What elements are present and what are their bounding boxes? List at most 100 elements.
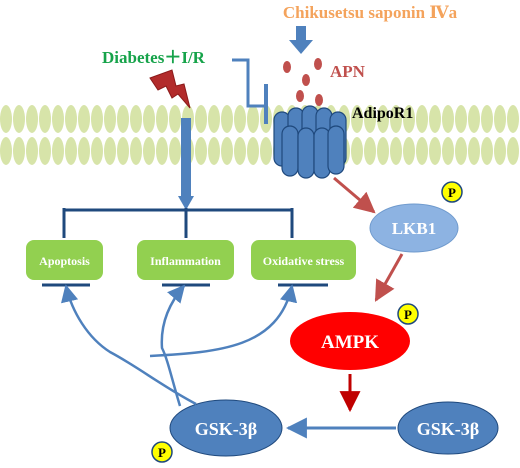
membrane-lipid bbox=[377, 105, 389, 133]
membrane-lipid bbox=[156, 105, 168, 133]
membrane-lipid bbox=[26, 105, 38, 133]
membrane-lipid bbox=[403, 105, 415, 133]
membrane-lipid bbox=[39, 105, 51, 133]
lkb1-phospho-badge: P bbox=[441, 181, 463, 203]
arrow-adipor1-to-lkb1 bbox=[333, 176, 376, 214]
arrow-to-apoptosis bbox=[61, 284, 197, 406]
membrane-lipid bbox=[104, 105, 116, 133]
signal-channel bbox=[181, 118, 191, 198]
membrane-lipid bbox=[507, 105, 519, 133]
outcome-tree bbox=[62, 208, 294, 238]
apn-dot bbox=[315, 94, 323, 106]
membrane-lipid bbox=[494, 137, 506, 165]
membrane-lipid bbox=[455, 105, 467, 133]
membrane-lipid bbox=[507, 137, 519, 165]
membrane-lipid bbox=[403, 137, 415, 165]
drug-label: Chikusetsu saponin Ⅳa bbox=[283, 3, 458, 22]
apn-label: APN bbox=[330, 62, 366, 81]
gsk3b-node: GSK-3β bbox=[397, 401, 499, 455]
membrane-lipid bbox=[455, 137, 467, 165]
gsk3b-phosphorylated-node: GSK-3β bbox=[169, 399, 283, 457]
arrow-lkb1-to-ampk bbox=[374, 253, 404, 302]
apn-dot bbox=[283, 61, 291, 73]
membrane-lipid bbox=[0, 137, 12, 165]
membrane-lipid bbox=[91, 105, 103, 133]
membrane-lipid bbox=[104, 137, 116, 165]
membrane-lipid bbox=[221, 137, 233, 165]
outcome-label: Apoptosis bbox=[39, 254, 90, 268]
membrane-lipid bbox=[234, 137, 246, 165]
membrane-lipid bbox=[429, 105, 441, 133]
membrane-lipid bbox=[442, 105, 454, 133]
membrane-lipid bbox=[208, 105, 220, 133]
phospho-label: P bbox=[158, 445, 166, 460]
membrane-lipid bbox=[351, 137, 363, 165]
membrane-lipid bbox=[247, 137, 259, 165]
membrane-lipid bbox=[65, 105, 77, 133]
membrane-lipid bbox=[429, 137, 441, 165]
membrane-lipid bbox=[143, 137, 155, 165]
membrane-lipid bbox=[65, 137, 77, 165]
apn-dot bbox=[314, 58, 322, 70]
apn-dot bbox=[302, 74, 310, 86]
membrane-lipid bbox=[481, 137, 493, 165]
gsk3b-phospho-badge: P bbox=[151, 441, 173, 463]
apn-dot bbox=[296, 90, 304, 102]
membrane-lipid bbox=[234, 105, 246, 133]
membrane-lipid bbox=[117, 105, 129, 133]
membrane-lipid bbox=[78, 137, 90, 165]
membrane-lipid bbox=[195, 137, 207, 165]
membrane-lipid bbox=[208, 137, 220, 165]
lkb1-node: LKB1 bbox=[369, 203, 459, 253]
drug-arrow bbox=[289, 26, 313, 54]
membrane-lipid bbox=[130, 137, 142, 165]
membrane-lipid bbox=[247, 105, 259, 133]
membrane-lipid bbox=[364, 137, 376, 165]
signal-channel-arrowhead bbox=[178, 196, 194, 210]
outcome-label: Oxidative stress bbox=[263, 254, 345, 268]
gsk3b-phosphorylated-label: GSK-3β bbox=[195, 419, 258, 439]
membrane-lipid bbox=[117, 137, 129, 165]
arrow-to-oxidative-stress bbox=[149, 284, 298, 358]
membrane-lipid bbox=[91, 137, 103, 165]
membrane-lipid bbox=[390, 105, 402, 133]
gsk3b-inhibition-arrows bbox=[61, 284, 298, 407]
membrane-lipid bbox=[0, 105, 12, 133]
apn-molecules bbox=[283, 58, 323, 106]
membrane-lipid bbox=[351, 105, 363, 133]
injury-label: Diabetes＋I/R bbox=[102, 48, 206, 67]
membrane-lipid bbox=[377, 137, 389, 165]
phospho-label: P bbox=[448, 185, 456, 200]
membrane-lipid bbox=[390, 137, 402, 165]
arrow-to-inflammation bbox=[160, 284, 186, 407]
gsk3b-label: GSK-3β bbox=[417, 419, 480, 439]
membrane-lipid bbox=[26, 137, 38, 165]
outcome-label: Inflammation bbox=[150, 254, 221, 268]
membrane-lipid bbox=[13, 137, 25, 165]
ampk-label: AMPK bbox=[321, 332, 379, 353]
outcome-inflammation-box: Inflammation bbox=[137, 240, 234, 280]
membrane-lipid bbox=[52, 137, 64, 165]
membrane-lipid bbox=[468, 137, 480, 165]
membrane-lipid bbox=[52, 105, 64, 133]
membrane-lipid bbox=[416, 105, 428, 133]
membrane-lipid bbox=[143, 105, 155, 133]
lkb1-label: LKB1 bbox=[392, 219, 436, 238]
membrane-lipid bbox=[156, 137, 168, 165]
phospho-label: P bbox=[404, 307, 412, 322]
cell-membrane bbox=[0, 105, 519, 165]
ampk-node: AMPK bbox=[290, 312, 410, 370]
membrane-lipid bbox=[494, 105, 506, 133]
membrane-lipid bbox=[442, 137, 454, 165]
membrane-lipid bbox=[169, 105, 181, 133]
outcome-oxidative-stress-box: Oxidative stress bbox=[251, 240, 356, 280]
membrane-lipid bbox=[130, 105, 142, 133]
membrane-lipid bbox=[260, 137, 272, 165]
ampk-phospho-badge: P bbox=[397, 303, 419, 325]
adipor1-receptor bbox=[273, 105, 347, 179]
membrane-lipid bbox=[364, 105, 376, 133]
membrane-lipid bbox=[13, 105, 25, 133]
membrane-lipid bbox=[169, 137, 181, 165]
